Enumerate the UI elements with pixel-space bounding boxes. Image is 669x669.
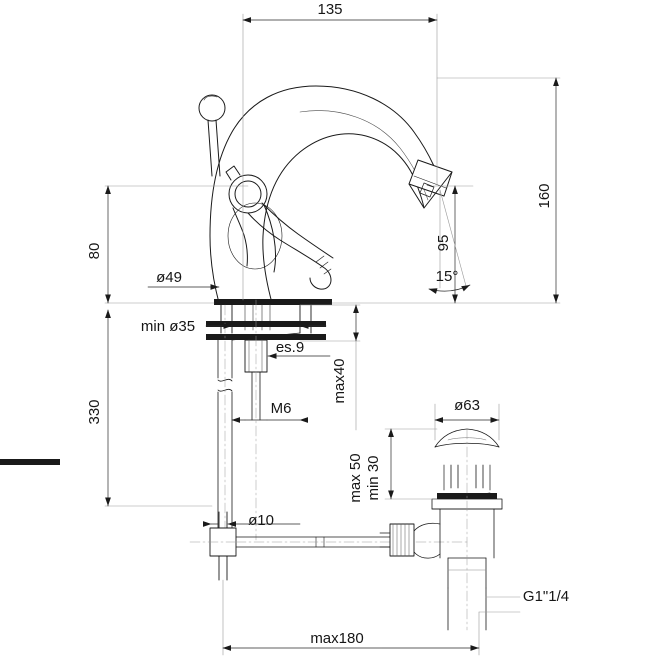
dim-label-diam63: ø63 xyxy=(454,397,480,414)
dim-label-80: 80 xyxy=(86,243,103,260)
dim-label-angle: 15° xyxy=(436,268,459,285)
handle-lever xyxy=(225,165,334,290)
lift-rod-knob xyxy=(198,94,226,177)
dim-label-160: 160 xyxy=(536,183,553,208)
dim-label-M6: M6 xyxy=(271,400,292,417)
dim-label-min-diam35: min ø35 xyxy=(141,318,195,335)
supply-tail-tube xyxy=(217,299,257,541)
dim-label-135: 135 xyxy=(317,1,342,18)
dim-label-es9: es.9 xyxy=(276,339,304,356)
dimension-text-layer: 135 160 95 15° 80 ø49 min ø35 es.9 max40… xyxy=(86,1,569,647)
deck-mount-assembly xyxy=(206,299,332,421)
dim-label-min30: min 30 xyxy=(365,455,382,500)
drain-waste-assembly xyxy=(0,428,503,631)
spout-aerator xyxy=(408,159,453,209)
dim-label-max180: max180 xyxy=(310,630,363,647)
dim-label-95: 95 xyxy=(435,235,452,252)
dimension-lines xyxy=(104,13,561,656)
dim-label-max50: max 50 xyxy=(347,453,364,502)
dim-label-330: 330 xyxy=(86,399,103,424)
dim-label-thread-G114: G1"1/4 xyxy=(523,588,569,605)
dim-label-diam49: ø49 xyxy=(156,269,182,286)
dim-label-diam10: ø10 xyxy=(248,512,274,529)
dim-label-max40: max40 xyxy=(331,358,348,403)
